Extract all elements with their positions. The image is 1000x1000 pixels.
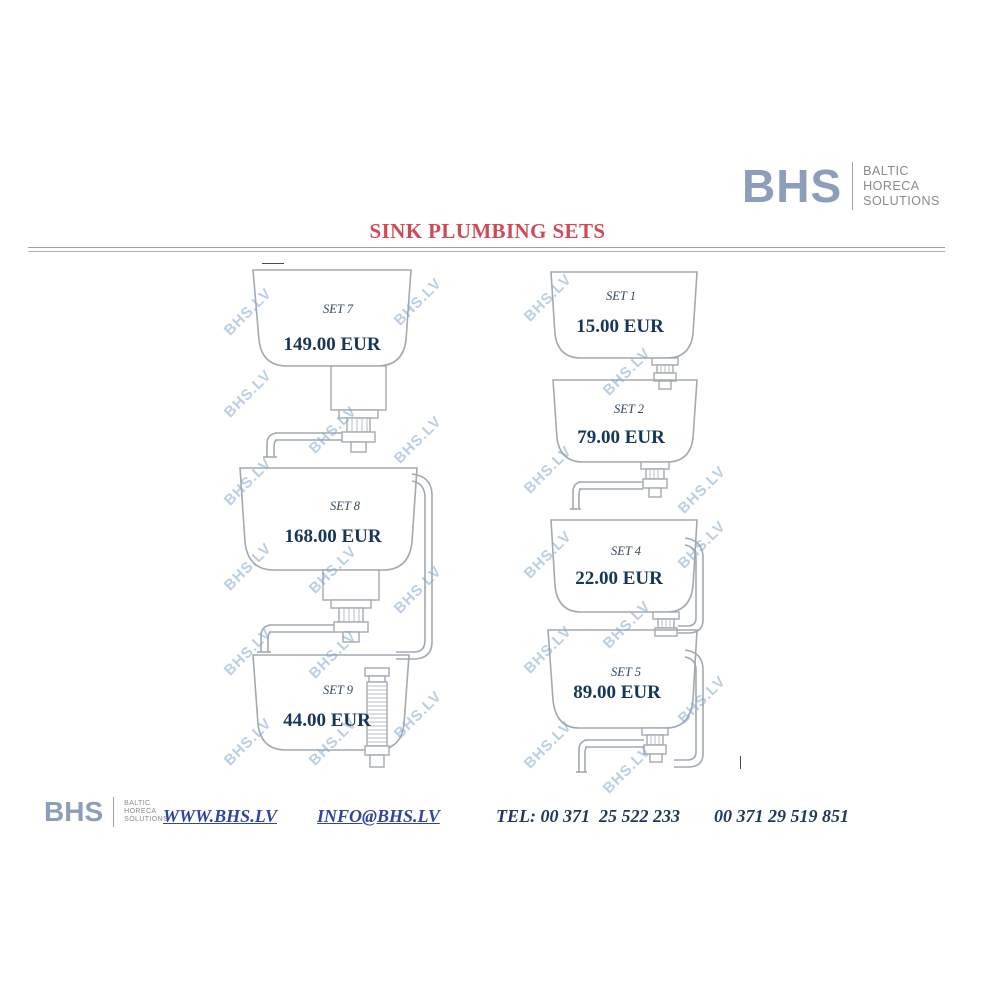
set-price: 149.00 EUR — [283, 334, 381, 355]
footer-tagline-line: HORECA — [124, 808, 157, 815]
product-card-set-8: SET 8 168.00 EUR — [215, 460, 450, 675]
page-title: SINK PLUMBING SETS — [369, 219, 606, 243]
product-card-set-7: SET 7 149.00 EUR — [215, 266, 450, 466]
stray-tick-mark — [740, 756, 741, 769]
set-label: SET 7 — [323, 302, 353, 316]
brand-tagline-line: SOLUTIONS — [863, 193, 940, 208]
product-card-set-5: SET 5 89.00 EUR — [535, 622, 720, 787]
phone-number-secondary: 00 371 29 519 851 — [714, 806, 849, 826]
header-rule-bottom — [28, 251, 945, 252]
set-label: SET 8 — [330, 499, 360, 513]
set-price: 15.00 EUR — [576, 316, 664, 337]
sink-drawing-set-9 — [252, 654, 410, 768]
sink-drawing-set-8 — [239, 467, 433, 660]
footer-logo-divider — [113, 797, 115, 827]
product-card-set-2: SET 2 79.00 EUR — [535, 372, 720, 517]
brand-tagline: BALTIC HORECA SOLUTIONS — [863, 164, 940, 209]
set-label: SET 9 — [323, 683, 353, 697]
set-label: SET 1 — [606, 289, 636, 303]
brand-tagline-line: HORECA — [863, 178, 920, 193]
header-rule-top — [28, 247, 945, 248]
set-price: 89.00 EUR — [573, 682, 661, 703]
product-card-set-9: SET 9 44.00 EUR — [225, 648, 435, 783]
product-card-set-1: SET 1 15.00 EUR — [535, 266, 720, 391]
logo-divider — [852, 162, 854, 210]
email-link[interactable]: INFO@BHS.LV — [317, 806, 440, 826]
brand-logo-text: BHS — [742, 160, 843, 212]
set-price: 22.00 EUR — [575, 568, 663, 589]
website-link[interactable]: WWW.BHS.LV — [163, 806, 278, 826]
set-label: SET 2 — [614, 402, 644, 416]
product-card-set-4: SET 4 22.00 EUR — [535, 512, 720, 647]
footer-tagline-line: BALTIC — [124, 800, 151, 807]
set-label: SET 4 — [611, 544, 641, 558]
footer-tagline-line: SOLUTIONS — [124, 816, 169, 823]
stray-dash-mark — [262, 263, 284, 264]
sink-drawing-set-7 — [252, 269, 412, 458]
sink-drawing-set-2 — [552, 379, 698, 510]
brand-logo: BHS BALTIC HORECA SOLUTIONS — [742, 162, 940, 210]
set-price: 44.00 EUR — [283, 710, 371, 731]
footer-phone-block: TEL: 00 371 25 522 233 00 371 29 519 851 — [496, 806, 849, 827]
set-price: 79.00 EUR — [577, 427, 665, 448]
brand-tagline-line: BALTIC — [863, 163, 909, 178]
footer-brand-logo-text: BHS — [44, 796, 104, 827]
phone-number-primary: TEL: 00 371 25 522 233 — [496, 806, 680, 826]
sink-drawing-set-1 — [550, 271, 698, 390]
sink-drawing-set-4 — [550, 519, 704, 637]
footer-brand-tagline: BALTIC HORECA SOLUTIONS — [124, 800, 168, 824]
set-price: 168.00 EUR — [284, 526, 382, 547]
sink-drawing-set-5 — [547, 629, 704, 773]
set-label: SET 5 — [611, 665, 641, 679]
footer-brand-logo: BHS BALTIC HORECA SOLUTIONS — [44, 797, 168, 827]
